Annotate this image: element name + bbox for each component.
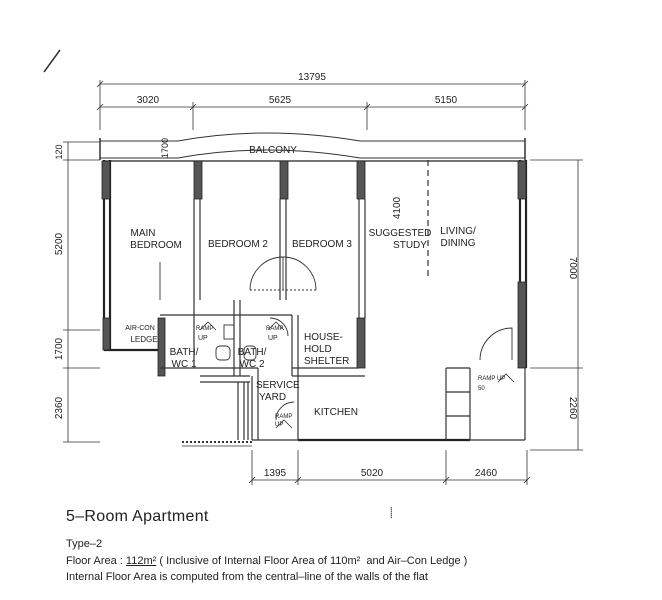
floor-area-note: ( Inclusive of Internal Floor Area of 11… bbox=[159, 555, 468, 567]
internal-area-note: Internal Floor Area is computed from the… bbox=[66, 571, 428, 583]
dimension-study-depth: 4100 bbox=[392, 196, 403, 219]
room-kitchen: KITCHEN bbox=[314, 407, 358, 418]
room-main-bedroom-line2: BEDROOM bbox=[130, 240, 182, 251]
room-study-line2: STUDY bbox=[393, 240, 427, 251]
room-bedroom3: BEDROOM 3 bbox=[292, 239, 352, 250]
speck-mark: ⸽ bbox=[390, 507, 393, 519]
plan-title: 5–Room Apartment bbox=[66, 508, 209, 525]
ramp-yard-line1: RAMP bbox=[275, 414, 292, 420]
dimension-top-2: 5625 bbox=[269, 95, 292, 106]
room-service-yard-line1: SERVICE bbox=[256, 380, 300, 391]
room-shelter-line3: SHELTER bbox=[304, 356, 349, 367]
room-bath1-line2: WC 1 bbox=[172, 359, 197, 370]
room-living-line2: DINING bbox=[441, 238, 476, 249]
ramp-bath1-line1: RAMP bbox=[196, 326, 213, 332]
dimension-top-segments bbox=[96, 102, 529, 130]
floor-area-prefix: Floor Area : bbox=[66, 555, 123, 567]
aircon-label: AIR-CON bbox=[125, 325, 155, 332]
dimension-left bbox=[63, 141, 100, 443]
columns bbox=[101, 160, 527, 377]
room-living-line1: LIVING/ bbox=[440, 226, 476, 237]
plan-type: Type–2 bbox=[66, 538, 103, 550]
balcony bbox=[99, 132, 526, 160]
floor-area-value: 112m² bbox=[125, 555, 157, 567]
room-bath1-line1: BATH/ bbox=[170, 347, 199, 358]
dimension-left-4: 2360 bbox=[54, 396, 65, 419]
floor-area-line: Floor Area : 112m² ( Inclusive of Intern… bbox=[66, 555, 467, 567]
ramp-arrows bbox=[199, 321, 515, 429]
dimension-bottom-3: 2460 bbox=[475, 468, 498, 479]
ramp-entrance-value: 50 bbox=[478, 386, 485, 392]
dimension-bottom-1: 1395 bbox=[264, 468, 287, 479]
dimension-bottom bbox=[248, 450, 531, 485]
room-service-yard-line2: YARD bbox=[259, 392, 286, 403]
room-bath2-line2: WC 2 bbox=[240, 359, 265, 370]
balcony-label: BALCONY bbox=[249, 145, 297, 156]
dimension-right-1: 7000 bbox=[567, 257, 578, 280]
dimension-left-1: 120 bbox=[54, 144, 64, 159]
room-main-bedroom-line1: MAIN bbox=[131, 228, 156, 239]
room-bath2-line1: BATH/ bbox=[238, 347, 267, 358]
outer-walls bbox=[102, 160, 528, 442]
interior-walls bbox=[160, 160, 526, 441]
ramp-bath2-line2: UP bbox=[268, 335, 278, 342]
dimension-bottom-2: 5020 bbox=[361, 468, 384, 479]
dimension-right-2: 2260 bbox=[567, 397, 578, 420]
room-shelter-line1: HOUSE- bbox=[304, 332, 343, 343]
dimension-top-3: 5150 bbox=[435, 95, 458, 106]
pen-mark bbox=[43, 49, 61, 73]
ramp-bath2-line1: RAMP bbox=[266, 326, 283, 332]
dimension-left-3: 1700 bbox=[54, 337, 65, 360]
toilets bbox=[215, 324, 257, 361]
ramp-entrance: RAMP UP bbox=[478, 376, 505, 382]
ramp-yard-line2: UP bbox=[275, 422, 283, 428]
door-swings bbox=[159, 256, 513, 421]
dimension-top-1: 3020 bbox=[137, 95, 160, 106]
dimension-left-2: 5200 bbox=[54, 232, 65, 255]
ramp-bath1-line2: UP bbox=[198, 335, 208, 342]
dimension-overall-label: 13795 bbox=[298, 72, 326, 83]
dimension-overall bbox=[96, 80, 529, 130]
room-study-line1: SUGGESTED bbox=[369, 228, 432, 239]
dimension-right bbox=[530, 159, 583, 451]
room-shelter-line2: HOLD bbox=[304, 344, 332, 355]
ledge-label: LEDGE bbox=[130, 335, 157, 344]
room-bedroom2: BEDROOM 2 bbox=[208, 239, 268, 250]
dimension-balcony-depth: 1700 bbox=[160, 138, 170, 158]
